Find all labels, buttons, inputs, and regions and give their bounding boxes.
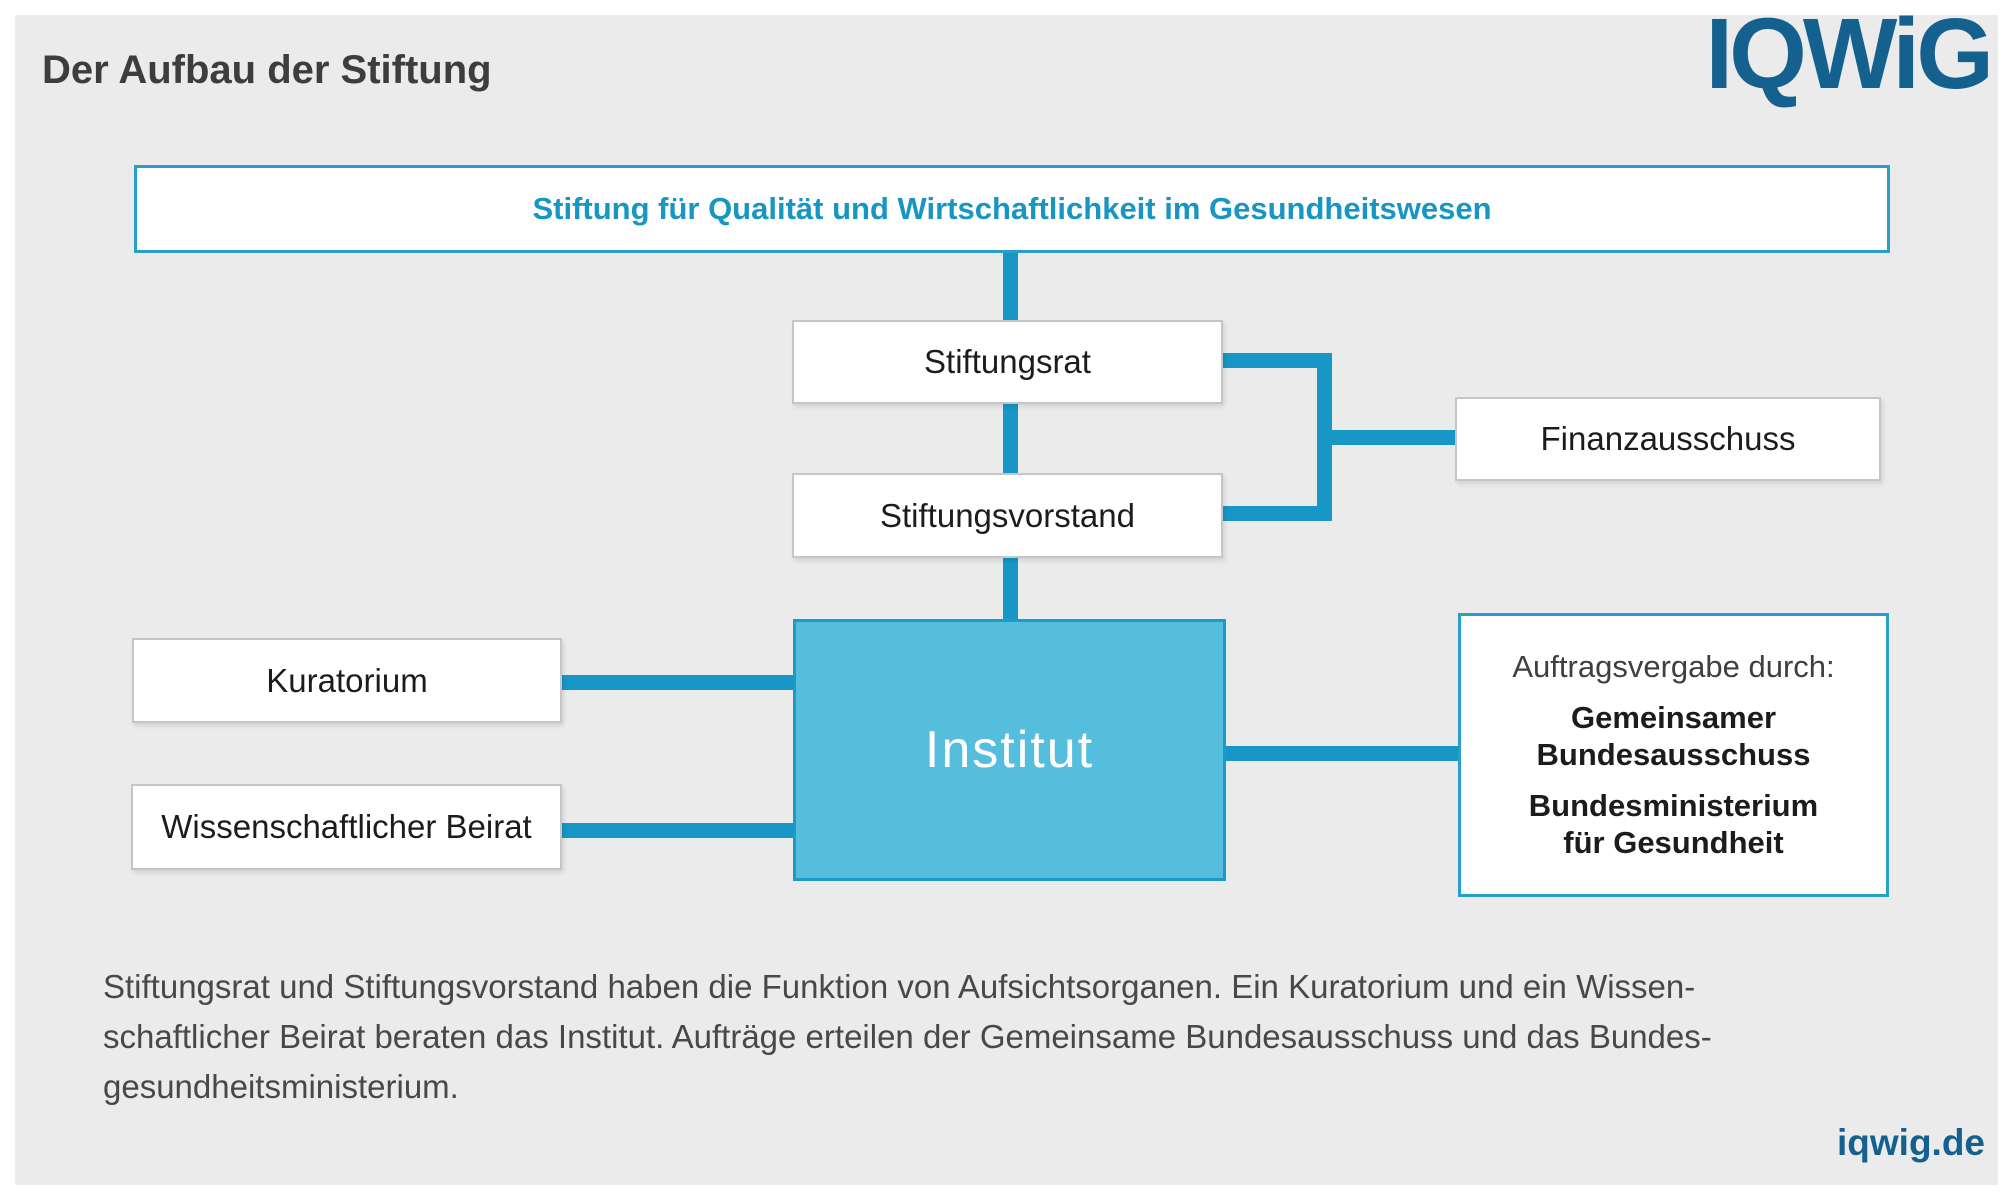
auftragsvergabe-item-bundesministerium: Bundesministerium für Gesundheit <box>1528 788 1819 861</box>
connector-bracket-finanzausschuss <box>1332 430 1455 445</box>
connector-stiftungsrat-stiftungsvorstand <box>1003 400 1018 475</box>
connector-kuratorium-institut <box>558 675 793 690</box>
auftragsvergabe-item-gemeinsamer-bundesausschuss: Gemeinsamer Bundesausschuss <box>1536 699 1811 772</box>
connector-institut-auftragsvergabe <box>1220 746 1458 761</box>
stiftungsvorstand-label: Stiftungsvorstand <box>880 496 1135 534</box>
finanzausschuss-box: Finanzausschuss <box>1455 397 1881 481</box>
iqwig-logo: IQWiG <box>1705 0 1994 110</box>
kuratorium-label: Kuratorium <box>266 661 428 699</box>
connector-bracket-vertical <box>1317 353 1332 521</box>
stiftungsrat-label: Stiftungsrat <box>924 343 1091 380</box>
website-link: iqwig.de <box>1837 1122 1985 1163</box>
caption-text: Stiftungsrat und Stiftungsvorstand haben… <box>103 968 1712 1106</box>
connector-stiftungsvorstand-institut <box>1003 553 1018 621</box>
stiftungsrat-box: Stiftungsrat <box>792 320 1223 404</box>
page-title: Der Aufbau der Stiftung <box>42 48 492 92</box>
kuratorium-box: Kuratorium <box>132 638 562 723</box>
institut-label: Institut <box>924 721 1095 779</box>
foundation-label: Stiftung für Qualität und Wirtschaftlich… <box>532 191 1492 226</box>
connector-stiftungsrat-bracket <box>1219 353 1332 368</box>
stiftungsvorstand-box: Stiftungsvorstand <box>792 473 1223 558</box>
connector-stiftungsvorstand-bracket <box>1219 506 1332 521</box>
institut-box: Institut <box>793 619 1226 881</box>
foundation-box: Stiftung für Qualität und Wirtschaftlich… <box>134 165 1890 253</box>
connector-foundation-stiftungsrat <box>1003 247 1018 322</box>
auftragsvergabe-box: Auftragsvergabe durch: Gemeinsamer Bunde… <box>1458 613 1889 897</box>
finanzausschuss-label: Finanzausschuss <box>1540 420 1796 457</box>
beirat-box: Wissenschaftlicher Beirat <box>131 784 562 870</box>
connector-beirat-institut <box>558 823 793 838</box>
auftragsvergabe-header: Auftragsvergabe durch: <box>1512 648 1835 684</box>
beirat-label: Wissenschaftlicher Beirat <box>161 808 532 845</box>
